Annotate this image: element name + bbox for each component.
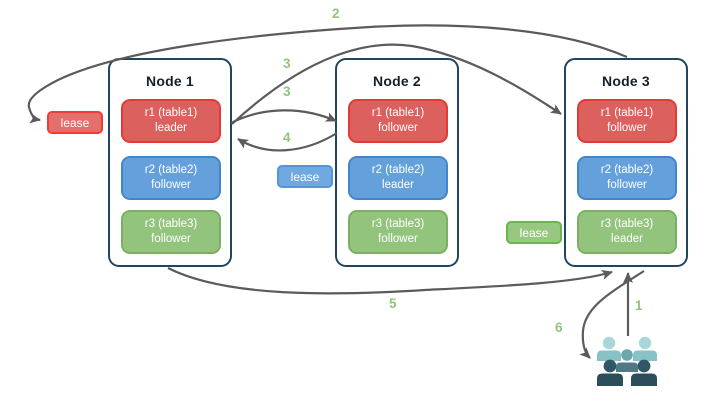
replica-label: r1 (table1)	[371, 107, 425, 120]
lease-badge-r1: lease	[47, 111, 103, 134]
node-3-title: Node 3	[602, 73, 650, 89]
arrow-5-node1-to-node3	[167, 267, 613, 295]
lease-badge-r3: lease	[506, 221, 562, 244]
node-1: Node 1 r1 (table1) leader r2 (table2) fo…	[108, 58, 232, 267]
replica-role: leader	[382, 179, 414, 191]
replica-role: leader	[611, 233, 643, 245]
replica-label: r3 (table3)	[144, 218, 198, 231]
replica-label: r2 (table2)	[600, 164, 654, 177]
node-3: Node 3 r1 (table1) follower r2 (table2) …	[564, 58, 688, 267]
replica-role: follower	[607, 122, 647, 134]
replica-role: leader	[155, 122, 187, 134]
node3-replica-r1: r1 (table1) follower	[577, 99, 677, 143]
replica-label: r2 (table2)	[371, 164, 425, 177]
node-1-title: Node 1	[146, 73, 194, 89]
arrow-3-leader-to-node2	[230, 109, 337, 124]
replica-label: r3 (table3)	[600, 218, 654, 231]
node2-replica-r1: r1 (table1) follower	[348, 99, 448, 143]
users-icon	[596, 332, 660, 403]
node-2: Node 2 r1 (table1) follower r2 (table2) …	[335, 58, 459, 267]
step-label-2: 2	[332, 6, 340, 21]
node1-replica-r1: r1 (table1) leader	[121, 99, 221, 143]
step-label-4: 4	[283, 130, 291, 145]
replica-role: follower	[378, 233, 418, 245]
node2-replica-r3: r3 (table3) follower	[348, 210, 448, 254]
node2-replica-r2: r2 (table2) leader	[348, 156, 448, 200]
step-label-1: 1	[635, 298, 643, 313]
node1-replica-r2: r2 (table2) follower	[121, 156, 221, 200]
replica-label: r1 (table1)	[600, 107, 654, 120]
step-label-6: 6	[555, 320, 563, 335]
replica-role: follower	[151, 179, 191, 191]
replica-role: follower	[378, 122, 418, 134]
replica-role: follower	[151, 233, 191, 245]
node-2-title: Node 2	[373, 73, 421, 89]
node3-replica-r3: r3 (table3) leader	[577, 210, 677, 254]
lease-badge-r2: lease	[277, 165, 333, 188]
node3-replica-r2: r2 (table2) follower	[577, 156, 677, 200]
replica-label: r1 (table1)	[144, 107, 198, 120]
step-label-3b: 3	[283, 84, 291, 99]
step-label-5: 5	[389, 296, 397, 311]
replica-role: follower	[607, 179, 647, 191]
step-label-3a: 3	[283, 56, 291, 71]
replica-label: r3 (table3)	[371, 218, 425, 231]
replica-label: r2 (table2)	[144, 164, 198, 177]
node1-replica-r3: r3 (table3) follower	[121, 210, 221, 254]
